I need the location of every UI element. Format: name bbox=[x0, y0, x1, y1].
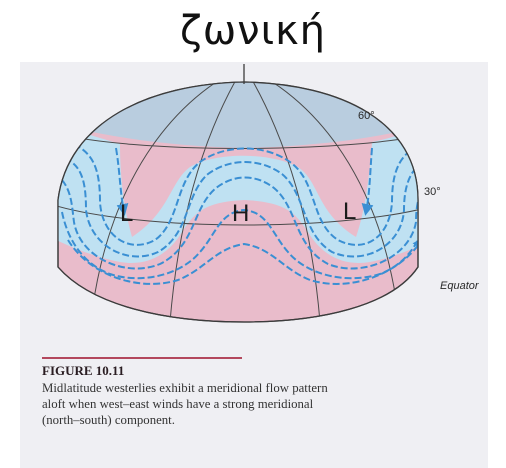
flow-arrows bbox=[61, 139, 418, 285]
meridian-line bbox=[243, 82, 321, 322]
figure-photo: 60° 30° Equator L H L FIGURE 10.11 Midla… bbox=[20, 62, 488, 468]
low-pressure-label-right: L bbox=[343, 198, 357, 225]
low-pressure-label-left: L bbox=[120, 200, 134, 227]
flow-arrow bbox=[115, 147, 129, 216]
flow-arrow bbox=[361, 147, 374, 216]
caption-line: aloft when west–east winds have a strong… bbox=[42, 397, 314, 411]
figure-caption: Midlatitude westerlies exhibit a meridio… bbox=[42, 380, 482, 428]
flow-arrow bbox=[67, 236, 418, 285]
equator-label: Equator bbox=[440, 280, 479, 292]
meridian-line bbox=[169, 82, 245, 322]
flow-arrow bbox=[64, 157, 418, 258]
slide-title: ζωνική bbox=[179, 8, 327, 54]
figure-number: FIGURE 10.11 bbox=[42, 363, 125, 378]
hemisphere-diagram bbox=[57, 64, 419, 323]
flow-arrow bbox=[61, 208, 418, 280]
latitude-60-label: 60° bbox=[358, 110, 375, 122]
caption-line: Midlatitude westerlies exhibit a meridio… bbox=[42, 381, 328, 395]
flow-arrow bbox=[61, 176, 418, 270]
flow-arrow bbox=[64, 139, 418, 246]
caption-rule bbox=[42, 357, 242, 359]
caption-line: (north–south) component. bbox=[42, 413, 175, 427]
latitude-30-line bbox=[58, 203, 418, 226]
flow-band bbox=[58, 122, 418, 263]
latitude-30-label: 30° bbox=[424, 186, 441, 198]
high-pressure-label: H bbox=[232, 200, 250, 227]
